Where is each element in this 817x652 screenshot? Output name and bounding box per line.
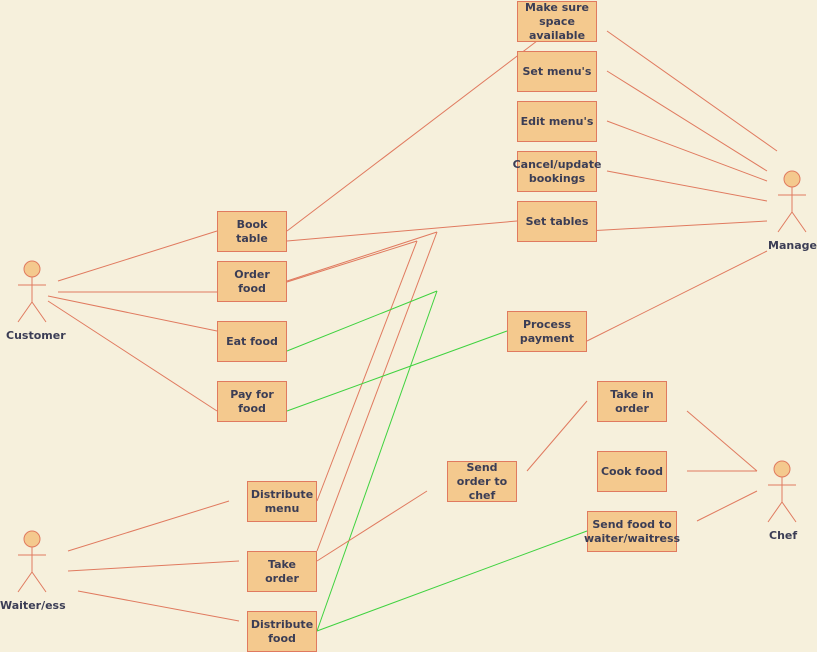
usecase-cancel-update[interactable]: Cancel/update bookings bbox=[513, 151, 601, 192]
customer-figure-icon bbox=[17, 260, 47, 323]
assoc-customer-pay bbox=[47, 300, 218, 412]
assoc-manager-make-space bbox=[606, 30, 778, 152]
flow-distribute-food bbox=[316, 290, 438, 632]
usecase-cook-food[interactable]: Cook food bbox=[597, 451, 667, 492]
usecase-make-space[interactable]: Make sure space available bbox=[517, 1, 597, 42]
usecase-eat-food[interactable]: Eat food bbox=[217, 321, 287, 362]
assoc-chef-send-waiter bbox=[696, 490, 758, 522]
usecase-edit-menus[interactable]: Edit menu's bbox=[517, 101, 597, 142]
actor-customer-label: Customer bbox=[6, 329, 66, 342]
chef-figure-icon bbox=[767, 460, 797, 523]
assoc-waiter-distribute-menu bbox=[67, 500, 230, 552]
assoc-customer-book bbox=[57, 230, 218, 282]
usecase-distribute-menu[interactable]: Distribute menu bbox=[247, 481, 317, 522]
rel-book-make-space bbox=[286, 40, 538, 232]
assoc-waiter-take-order bbox=[67, 560, 240, 572]
usecase-set-menus[interactable]: Set menu's bbox=[517, 51, 597, 92]
usecase-take-order[interactable]: Take order bbox=[247, 551, 317, 592]
flow-chef-distribute-food bbox=[316, 530, 588, 632]
usecase-set-tables[interactable]: Set tables bbox=[517, 201, 597, 242]
actor-manager-label: Manager bbox=[768, 239, 817, 252]
usecase-order-food[interactable]: Order food bbox=[217, 261, 287, 302]
assoc-manager-set-tables bbox=[586, 220, 768, 232]
flow-pay-process bbox=[286, 330, 508, 412]
rel-book-set-tables bbox=[286, 220, 518, 242]
usecase-send-order-chef[interactable]: Send order to chef bbox=[447, 461, 517, 502]
assoc-manager-set-menus bbox=[606, 70, 768, 172]
usecase-distribute-food[interactable]: Distribute food bbox=[247, 611, 317, 652]
rel-distribute-menu bbox=[316, 240, 418, 502]
usecase-take-in-order[interactable]: Take in order bbox=[597, 381, 667, 422]
flow-eat-distribute bbox=[286, 290, 438, 352]
manager-figure-icon bbox=[777, 170, 807, 233]
usecase-process-payment[interactable]: Process payment bbox=[507, 311, 587, 352]
rel-order-a bbox=[286, 231, 438, 282]
rel-send-take-in bbox=[526, 400, 588, 472]
waiter-figure-icon bbox=[17, 530, 47, 593]
rel-take-send-order bbox=[316, 490, 428, 562]
usecase-send-food-waiter[interactable]: Send food to waiter/waitress bbox=[584, 511, 680, 552]
assoc-manager-edit-menus bbox=[606, 120, 768, 182]
actor-chef-label: Chef bbox=[769, 529, 798, 542]
usecase-pay-food[interactable]: Pay for food bbox=[217, 381, 287, 422]
actor-waiter-label: Waiter/ess bbox=[0, 599, 66, 612]
assoc-manager-process-payment bbox=[586, 250, 768, 342]
usecase-book-table[interactable]: Book table bbox=[217, 211, 287, 252]
assoc-waiter-distribute-food bbox=[77, 590, 240, 622]
rel-order-b bbox=[286, 240, 418, 283]
assoc-manager-cancel bbox=[606, 170, 768, 202]
rel-take-order bbox=[316, 231, 438, 552]
assoc-chef-take-in bbox=[686, 410, 758, 472]
assoc-customer-eat bbox=[47, 295, 218, 332]
